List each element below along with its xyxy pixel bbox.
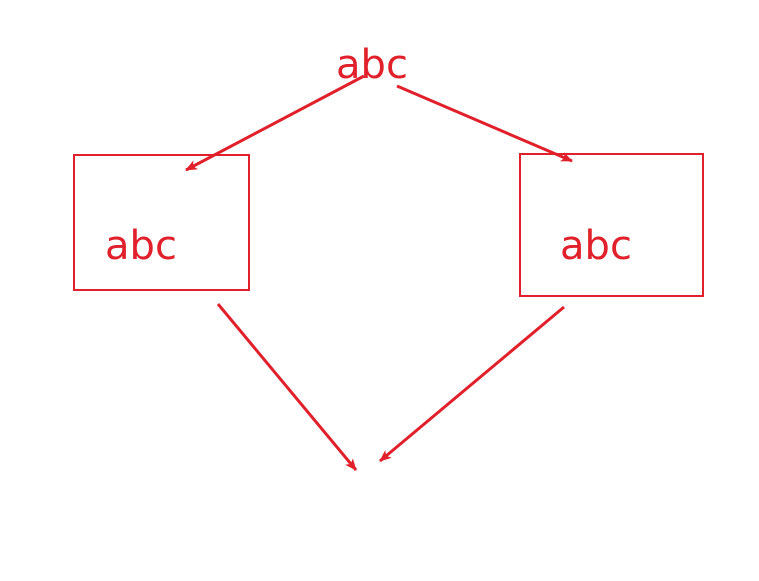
arrow-top-to-right	[396, 84, 573, 163]
left-box-label: abc	[105, 223, 177, 269]
right-box	[519, 153, 704, 297]
right-box-label: abc	[560, 223, 632, 269]
arrow-right-to-bottom	[379, 305, 565, 463]
left-box	[73, 154, 250, 291]
top-label: abc	[336, 42, 408, 88]
arrow-top-to-left	[185, 74, 365, 172]
arrow-left-to-bottom	[216, 303, 358, 471]
